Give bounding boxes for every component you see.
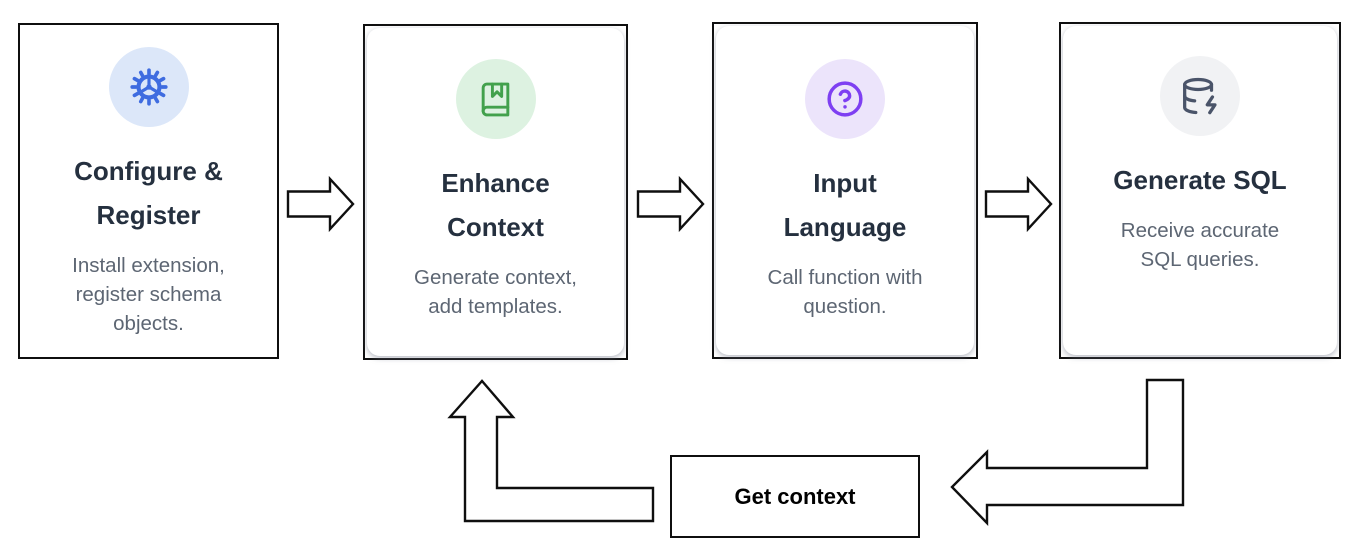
step-title: Configure &Register — [74, 156, 223, 230]
gear-icon — [129, 68, 168, 106]
database-icon-badge — [1160, 56, 1240, 136]
gear-teeth — [129, 68, 168, 106]
get-context-box: Get context — [670, 455, 920, 538]
right-arrow-icon — [984, 175, 1053, 233]
help-icon-badge — [805, 59, 885, 139]
book-icon-badge — [455, 59, 536, 139]
book-marked-icon — [481, 82, 510, 116]
down-left-elbow-arrow-icon — [950, 378, 1185, 526]
card-surface: Configure &Register Install extension,re… — [22, 27, 275, 355]
left-up-elbow-arrow-icon — [447, 379, 655, 523]
help-circle-icon — [827, 81, 863, 117]
right-arrow-icon — [286, 175, 355, 233]
step-title: Generate SQL — [1113, 165, 1287, 195]
database-zap-icon — [1183, 77, 1217, 115]
step-description: Generate context,add templates. — [414, 266, 577, 318]
right-arrow-icon — [636, 175, 705, 233]
step-card-configure-register: Configure &Register Install extension,re… — [18, 23, 279, 359]
gear-icon-badge — [108, 47, 189, 127]
get-context-label: Get context — [734, 483, 856, 509]
